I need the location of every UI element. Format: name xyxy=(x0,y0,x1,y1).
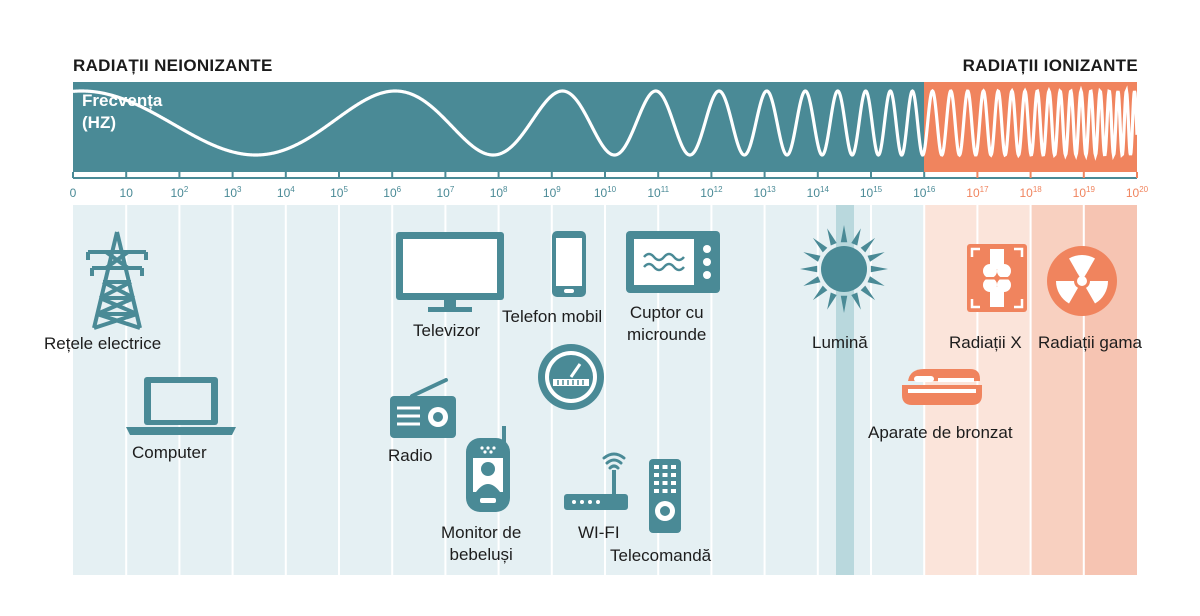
sun-ray xyxy=(867,276,885,286)
axis-tick-label: 103 xyxy=(224,185,242,200)
axis-tick-label: 109 xyxy=(543,185,561,200)
radio-label: Radio xyxy=(388,446,433,465)
wifi-router-icon xyxy=(564,452,628,510)
tanning-bed-icon xyxy=(902,369,982,405)
sun-ray xyxy=(840,295,848,313)
axis-tick-label: 108 xyxy=(490,185,508,200)
sun-ray xyxy=(803,276,821,286)
axis-tick-label: 107 xyxy=(436,185,454,200)
axis-tick-label: 1019 xyxy=(1073,185,1096,200)
radio-icon xyxy=(390,378,456,438)
sun-ray xyxy=(870,265,888,273)
sun-ray xyxy=(803,252,821,262)
sun-ray xyxy=(851,228,861,246)
sun-icon xyxy=(800,225,888,313)
radiation-hazard-icon xyxy=(1047,246,1117,316)
frequency-wave xyxy=(72,85,1139,161)
axis-tick-label: 1013 xyxy=(753,185,776,200)
wifi-label: WI-FI xyxy=(578,523,620,542)
sun-ray xyxy=(867,252,885,262)
tanning-label: Aparate de bronzat xyxy=(868,423,1013,442)
sun-ray xyxy=(851,292,861,310)
power-tower-icon xyxy=(86,231,148,330)
gamma-label: Radiații gama xyxy=(1038,333,1142,352)
trefoil-blade xyxy=(1056,281,1078,304)
tv-label: Televizor xyxy=(413,321,481,340)
axis-tick-label: 1020 xyxy=(1126,185,1149,200)
microwave-icon xyxy=(626,231,720,293)
light-label: Lumină xyxy=(812,333,868,352)
computer-label: Computer xyxy=(132,443,207,462)
baby-monitor-icon xyxy=(466,426,510,512)
axis-tick-label: 1012 xyxy=(700,185,723,200)
axis-tick-label: 106 xyxy=(383,185,401,200)
nonionizing-title: RADIAȚII NEIONIZANTE xyxy=(73,56,273,75)
axis-tick-label: 104 xyxy=(277,185,295,200)
trefoil-blade xyxy=(1086,281,1108,304)
sun-ray xyxy=(800,265,818,273)
sun-ray xyxy=(860,237,876,253)
visible-light-band xyxy=(836,205,854,575)
axis-tick-label: 102 xyxy=(170,185,188,200)
axis-tick-label: 1015 xyxy=(860,185,883,200)
sun-ray xyxy=(827,228,837,246)
axis-tick-label: 1011 xyxy=(647,185,669,200)
axis-tick-label: 1014 xyxy=(807,185,830,200)
ionizing-title: RADIAȚII IONIZANTE xyxy=(962,56,1138,75)
sun-ray xyxy=(840,225,848,243)
microwave-label: Cuptor cu microunde xyxy=(627,303,707,344)
axis-tick-label: 105 xyxy=(330,185,348,200)
frequency-label: Frecvența (HZ) xyxy=(82,91,163,132)
laptop-icon xyxy=(126,377,236,435)
remote-label: Telecomandă xyxy=(610,546,712,565)
meter-gauge-icon xyxy=(538,344,604,410)
axis-tick-label: 1010 xyxy=(594,185,617,200)
xray-bone-icon xyxy=(967,244,1027,312)
axis-tick-label: 1018 xyxy=(1019,185,1042,200)
mobile-phone-icon xyxy=(552,231,586,297)
phone-label: Telefon mobil xyxy=(502,307,603,326)
sun-ray xyxy=(827,292,837,310)
axis-tick-label: 0 xyxy=(70,186,77,200)
tv-icon xyxy=(396,232,504,312)
sun-ray xyxy=(860,285,876,301)
baby-monitor-label: Monitor de bebeluși xyxy=(441,523,522,564)
nonionizing-bar xyxy=(73,82,924,172)
xray-label: Radiații X xyxy=(949,333,1022,352)
sun-ray xyxy=(812,285,828,301)
axis-tick-label: 1017 xyxy=(966,185,989,200)
axis-tick-label: 10 xyxy=(120,186,134,200)
power-lines-label: Rețele electrice xyxy=(44,334,162,353)
axis-tick-label: 1016 xyxy=(913,185,936,200)
sun-ray xyxy=(812,237,828,253)
remote-control-icon xyxy=(649,459,681,533)
trefoil-blade xyxy=(1069,255,1095,275)
